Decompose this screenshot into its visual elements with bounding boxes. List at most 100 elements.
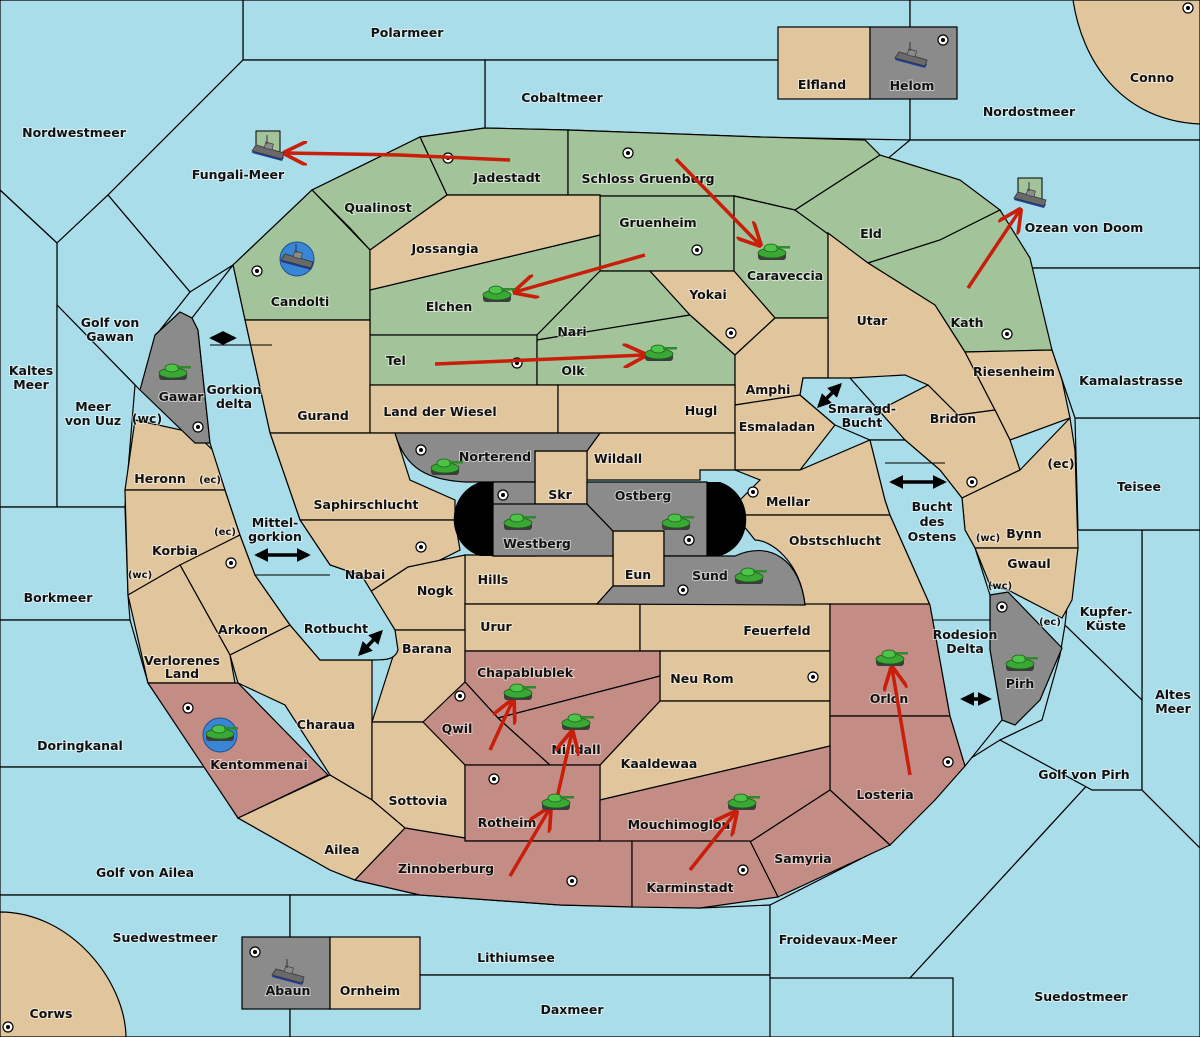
label-orlon: Orlon — [870, 691, 909, 706]
order-arrow-jadestadt-fungali — [285, 153, 511, 160]
label-utar: Utar — [857, 313, 889, 328]
label-rodesion-delta-1: Rodesion — [933, 627, 998, 642]
green-territories — [232, 127, 1053, 386]
order-arrow-kath-ozean — [966, 210, 1020, 289]
region-teisee[interactable] — [1074, 417, 1200, 531]
label-kaltes-meer-1: Kaltes — [9, 363, 53, 378]
region-land-der-wiesel[interactable] — [369, 384, 559, 434]
unit-fleet-fungali-meer[interactable] — [251, 130, 285, 162]
label-yokai: Yokai — [688, 287, 727, 302]
order-arrow-qwil-chapablublek — [488, 700, 513, 751]
label-ornheim: Ornheim — [340, 983, 400, 998]
label-golf-von-pirh: Golf von Pirh — [1038, 767, 1129, 782]
label-kentommenai: Kentommenai — [210, 757, 308, 772]
label-coast-wc: (wc) — [132, 411, 162, 426]
supply-center-icon — [683, 534, 695, 546]
supply-center-icon — [415, 541, 427, 553]
order-arrows — [285, 153, 1020, 877]
order-arrow-karminstadt-mouchimoglou — [688, 812, 736, 872]
label-sottovia: Sottovia — [389, 793, 448, 808]
label-mellar: Mellar — [766, 494, 811, 509]
label-conno: Conno — [1130, 70, 1175, 85]
label-kaaldewaa: Kaaldewaa — [621, 756, 698, 771]
label-tel: Tel — [386, 353, 406, 368]
label-nari: Nari — [557, 324, 586, 339]
label-froidevaux-meer: Froidevaux-Meer — [779, 932, 898, 947]
label-nabai: Nabai — [345, 567, 386, 582]
label-esmaladan: Esmaladan — [739, 419, 815, 434]
region-karminstadt[interactable] — [631, 840, 779, 909]
label-altes-meer-1: Altes — [1155, 687, 1191, 702]
label-heronn: Heronn — [134, 471, 186, 486]
label-land-der-wiesel: Land der Wiesel — [383, 404, 496, 419]
label-westberg: Westberg — [503, 536, 571, 551]
region-gruenheim[interactable] — [599, 195, 735, 272]
label-golf-von-ailea: Golf von Ailea — [96, 865, 194, 880]
label-cobaltmeer: Cobaltmeer — [521, 90, 603, 105]
region-gorkion-channel[interactable] — [191, 263, 399, 661]
supply-center-icon — [937, 34, 949, 46]
label-elchen: Elchen — [426, 299, 473, 314]
label-samyria: Samyria — [774, 851, 832, 866]
region-corws[interactable] — [0, 911, 127, 1037]
label-nordwestmeer: Nordwestmeer — [22, 125, 127, 140]
label-mittelgorkion-1: Mittel- — [252, 515, 299, 530]
label-barana: Barana — [402, 641, 452, 656]
label-candolti: Candolti — [271, 294, 330, 309]
supply-center-icon — [737, 864, 749, 876]
region-verlorenes-land[interactable] — [127, 564, 236, 684]
region-kentommenai[interactable] — [146, 682, 330, 819]
region-ornheim[interactable] — [329, 936, 421, 1010]
label-kupfer-kueste-1: Kupfer- — [1080, 604, 1133, 619]
region-gwaul[interactable] — [974, 547, 1079, 619]
label-meer-von-uuz-2: von Uuz — [65, 413, 121, 428]
supply-center-icon — [966, 476, 978, 488]
region-hugl[interactable] — [557, 384, 736, 434]
label-abaun: Abaun — [266, 983, 311, 998]
label-kath: Kath — [951, 315, 984, 330]
label-norterend: Norterend — [459, 449, 531, 464]
order-arrow-losteria-orlon — [892, 668, 912, 776]
label-arkoon: Arkoon — [218, 622, 268, 637]
label-rotbucht: Rotbucht — [304, 621, 368, 636]
label-coast-ec: (ec) — [214, 527, 236, 538]
label-neu-rom: Neu Rom — [670, 671, 733, 686]
region-conno[interactable] — [1072, 0, 1200, 125]
label-smaragd-bucht-1: Smaragd- — [828, 401, 896, 416]
supply-center-icon — [691, 244, 703, 256]
label-bridon: Bridon — [930, 411, 976, 426]
label-gurand: Gurand — [297, 408, 349, 423]
label-gawar: Gawar — [159, 389, 205, 404]
two-way-connections — [209, 331, 992, 706]
label-verlorenes-land-1: Verlorenes — [144, 653, 220, 668]
label-coast-ec: (ec) — [1039, 617, 1061, 628]
supply-center-icon — [225, 557, 237, 569]
region-elfland[interactable] — [777, 26, 871, 100]
label-gorkion-delta-2: delta — [216, 396, 252, 411]
region-jossangia[interactable] — [369, 194, 601, 291]
unit-army-kentommenai[interactable] — [202, 717, 239, 753]
supply-center-icon — [1001, 328, 1013, 340]
order-arrow-gruenheim-elchen — [515, 253, 646, 292]
region-kaltes-meer[interactable] — [0, 189, 58, 508]
label-kaltes-meer-2: Meer — [13, 377, 49, 392]
label-bynn: Bynn — [1006, 526, 1041, 541]
label-helom: Helom — [890, 78, 935, 93]
supply-center-icon — [182, 702, 194, 714]
label-feuerfeld: Feuerfeld — [743, 623, 810, 638]
label-olk: Olk — [561, 363, 585, 378]
label-gwaul: Gwaul — [1007, 556, 1050, 571]
region-bucht-des-ostens[interactable] — [869, 439, 1003, 768]
region-borkmeer[interactable] — [0, 506, 131, 621]
region-sund[interactable] — [595, 550, 806, 606]
label-karminstadt: Karminstadt — [646, 880, 733, 895]
label-doringkanal: Doringkanal — [37, 738, 123, 753]
unit-fleet-candolti[interactable] — [279, 241, 315, 277]
label-ostberg: Ostberg — [615, 488, 672, 503]
label-ozean-von-doom: Ozean von Doom — [1025, 220, 1144, 235]
label-altes-meer-2: Meer — [1155, 701, 1191, 716]
unit-fleet-ozean-von-doom[interactable] — [1013, 177, 1047, 209]
label-mouchimoglou: Mouchimoglou — [628, 817, 731, 832]
label-coast-wc: (wc) — [988, 581, 1012, 592]
